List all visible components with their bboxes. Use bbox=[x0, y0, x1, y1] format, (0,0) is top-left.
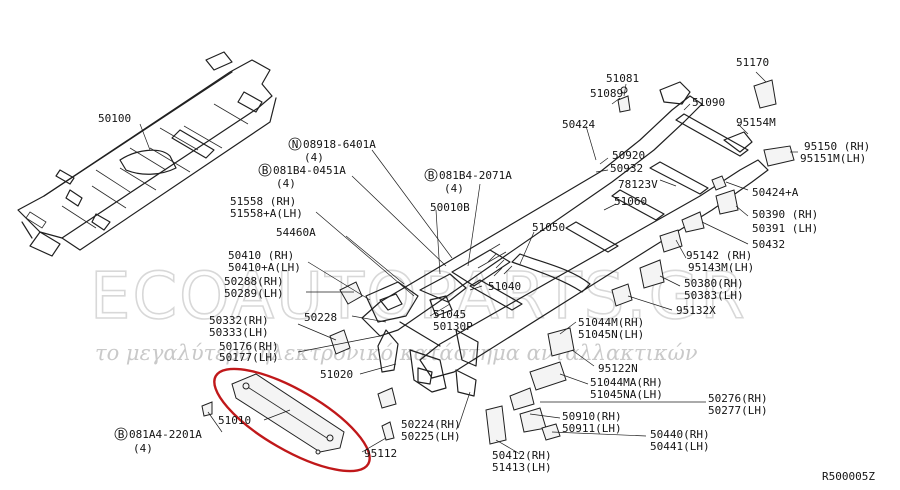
callout-label: 95112 bbox=[364, 447, 397, 460]
bolt-marker-letter-1: B bbox=[262, 164, 269, 177]
callout-label: 51081 bbox=[606, 72, 639, 85]
frame-overview-illustration bbox=[17, 51, 277, 257]
callout-label: 51558+A(LH) bbox=[230, 207, 303, 220]
callout-label: 95151M(LH) bbox=[800, 152, 866, 165]
callout-label: 51060 bbox=[614, 195, 647, 208]
callout-label: 51089 bbox=[590, 87, 623, 100]
callout-label: 51044M(RH) bbox=[578, 316, 644, 329]
bolt-marker-icon bbox=[258, 163, 272, 177]
callout-label: 78123V bbox=[618, 178, 658, 191]
callout-label: 50432 bbox=[752, 238, 785, 251]
reference-code: R500005Z bbox=[822, 470, 875, 483]
callout-label: 50100 bbox=[98, 112, 131, 125]
callout-label: 50424+A bbox=[752, 186, 799, 199]
small-parts-illustration bbox=[381, 79, 795, 445]
callout-label: 51050 bbox=[532, 221, 565, 234]
callout-label: (4) bbox=[304, 151, 324, 164]
callout-label: 50412(RH) bbox=[492, 449, 552, 462]
main-frame-illustration bbox=[329, 81, 769, 409]
callout-label: 51045 bbox=[433, 308, 466, 321]
callout-label: 51413(LH) bbox=[492, 461, 552, 474]
callout-label: 95132X bbox=[676, 304, 716, 317]
callout-label: 50383(LH) bbox=[684, 289, 744, 302]
callout-label: 50920 bbox=[612, 149, 645, 162]
nut-marker-icon bbox=[288, 137, 302, 151]
callout-label: 51090 bbox=[692, 96, 725, 109]
circle-markers: N B B B bbox=[114, 137, 438, 441]
callout-label: 50440(RH) bbox=[650, 428, 710, 441]
callout-label: 51010 bbox=[218, 414, 251, 427]
callout-label: 95154M bbox=[736, 116, 776, 129]
callout-label: 95150 (RH) bbox=[804, 140, 870, 153]
callout-label: 50224(RH) bbox=[401, 418, 461, 431]
callout-label: 50177(LH) bbox=[219, 351, 279, 364]
callout-label: 50410+A(LH) bbox=[228, 261, 301, 274]
callout-label: 50390 (RH) bbox=[752, 208, 818, 221]
callout-label: 50288(RH) bbox=[224, 275, 284, 288]
callout-label: 50333(LH) bbox=[209, 326, 269, 339]
callout-label: 081B4-0451A bbox=[273, 164, 346, 177]
callout-label: 50380(RH) bbox=[684, 277, 744, 290]
callout-label: 50391 (LH) bbox=[752, 222, 818, 235]
front-crossbar-51010[interactable] bbox=[201, 373, 345, 455]
callout-label: 081A4-2201A bbox=[129, 428, 202, 441]
callout-label: 08918-6401A bbox=[303, 138, 376, 151]
callout-label: 51040 bbox=[488, 280, 521, 293]
callout-label: 51045N(LH) bbox=[578, 328, 644, 341]
callout-label: 50424 bbox=[562, 118, 595, 131]
callout-label: 54460A bbox=[276, 226, 316, 239]
callout-label: 50289(LH) bbox=[224, 287, 284, 300]
highlight-ellipse bbox=[213, 367, 371, 473]
callout-label: 50130P bbox=[433, 320, 473, 333]
callout-label: 50228 bbox=[304, 311, 337, 324]
callout-label: 50010B bbox=[430, 201, 470, 214]
callout-label: 50332(RH) bbox=[209, 314, 269, 327]
callout-label: 50410 (RH) bbox=[228, 249, 294, 262]
nut-marker-letter: N bbox=[292, 138, 299, 151]
bolt-marker-icon bbox=[114, 427, 128, 441]
callout-label: (4) bbox=[444, 182, 464, 195]
callout-label: 50277(LH) bbox=[708, 404, 768, 417]
callout-label: 50932 bbox=[610, 162, 643, 175]
callout-label: (4) bbox=[133, 442, 153, 455]
bolt-marker-letter-2: B bbox=[428, 169, 435, 182]
part-labels: 50100 08918-6401A (4) 081B4-0451A (4) 08… bbox=[98, 56, 870, 474]
callout-label: 51020 bbox=[320, 368, 353, 381]
leader-lines bbox=[139, 71, 798, 455]
callout-label: 95122N bbox=[598, 362, 638, 375]
callout-label: 50176(RH) bbox=[219, 340, 279, 353]
bolt-marker-letter-3: B bbox=[118, 428, 125, 441]
callout-label: 50276(RH) bbox=[708, 392, 768, 405]
callout-label: 50910(RH) bbox=[562, 410, 622, 423]
callout-label: 51044MA(RH) bbox=[590, 376, 663, 389]
callout-label: 081B4-2071A bbox=[439, 169, 512, 182]
callout-label: 50911(LH) bbox=[562, 422, 622, 435]
callout-label: 95142 (RH) bbox=[686, 249, 752, 262]
callout-label: 51558 (RH) bbox=[230, 195, 296, 208]
callout-label: 51045NA(LH) bbox=[590, 388, 663, 401]
callout-label: 95143M(LH) bbox=[688, 261, 754, 274]
callout-label: 51170 bbox=[736, 56, 769, 69]
bolt-marker-icon bbox=[424, 168, 438, 182]
callout-label: (4) bbox=[276, 177, 296, 190]
callout-label: 50225(LH) bbox=[401, 430, 461, 443]
callout-label: 50441(LH) bbox=[650, 440, 710, 453]
